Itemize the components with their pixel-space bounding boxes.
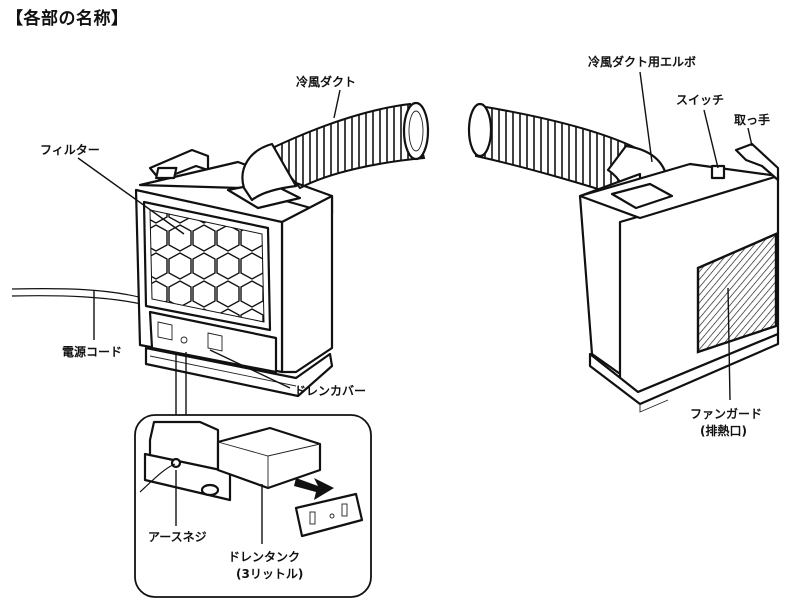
leader-fan-guard [727,287,731,401]
leader-filter [77,157,185,235]
drain-cover-removed [294,492,364,538]
power-cord-drawing [11,288,151,301]
drain-tank-inset [134,414,372,598]
page-title: 【各部の名称】 [6,9,129,29]
label-power-cord: 電源コード [62,344,122,359]
leader-drain-cover [209,349,291,389]
label-filter: フィルター [40,143,100,157]
fan-guard-grille [696,232,778,354]
leader-handle [747,127,753,147]
label-handle: 取っ手 [734,112,770,127]
pull-out-arrow [294,478,334,500]
unit-body-side [280,194,334,374]
drain-tank-drawing [216,426,322,490]
label-earth-screw: アースネジ [148,530,207,544]
leader-switch [703,109,719,169]
drain-cover-panel [148,310,278,374]
filter-mesh [149,209,265,323]
label-drain-cover: ドレンカバー [294,384,366,398]
rear-unit-illustration [467,102,780,413]
front-unit-illustration [11,101,430,398]
label-fan-guard: ファンガード [690,406,762,421]
label-switch: スイッチ [676,93,724,107]
leader-cold-air-duct [333,89,341,119]
label-fan-guard-exhaust: (排熱口) [700,423,747,438]
label-cold-air-duct: 冷風ダクト [296,74,356,89]
leader-duct-elbow [639,71,653,163]
label-drain-tank: ドレンタンク [228,550,300,564]
cold-air-duct-hose [266,102,426,190]
label-duct-elbow: 冷風ダクト用エルボ [588,54,696,69]
label-drain-tank-capacity: (3リットル) [236,567,303,581]
